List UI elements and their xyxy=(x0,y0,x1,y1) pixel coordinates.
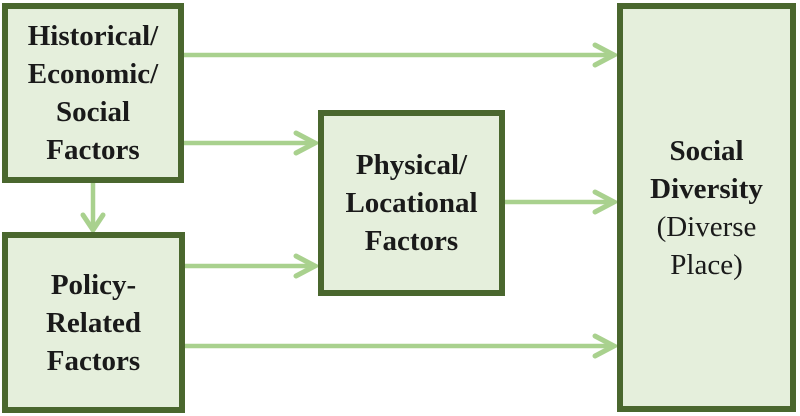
box-policy-related-factors: Policy- Related Factors xyxy=(2,232,185,413)
box-label-line: Social xyxy=(669,134,744,167)
box-label-line: Physical/ xyxy=(355,149,468,181)
arrow-policy-to-physical xyxy=(185,253,321,279)
arrow-historical-to-physical xyxy=(184,130,321,156)
box-label-line: Locational xyxy=(345,187,478,219)
box-label-line: Historical/ xyxy=(27,20,159,52)
box-physical-locational-factors: Physical/ Locational Factors xyxy=(318,110,505,296)
box-historical-economic-social-factors: Historical/ Economic/ Social Factors xyxy=(2,3,184,183)
box-label-line: Place) xyxy=(670,248,743,281)
box-label-line: Factors xyxy=(46,134,140,166)
arrow-historical-to-policy xyxy=(80,183,106,235)
arrow-physical-to-diversity xyxy=(505,189,620,215)
box-label-line: Policy- xyxy=(50,268,137,301)
box-label-line: Social xyxy=(55,96,131,128)
box-label-line: Economic/ xyxy=(27,58,159,90)
box-label-line: Related xyxy=(45,306,142,339)
box-label-line: (Diverse xyxy=(656,210,757,243)
box-social-diversity: Social Diversity (Diverse Place) xyxy=(617,3,796,412)
arrow-policy-to-diversity xyxy=(185,333,620,359)
arrow-historical-to-diversity xyxy=(184,42,620,68)
box-label-line: Factors xyxy=(364,225,459,257)
box-label-line: Diversity xyxy=(650,172,763,205)
box-label-line: Factors xyxy=(46,344,141,377)
